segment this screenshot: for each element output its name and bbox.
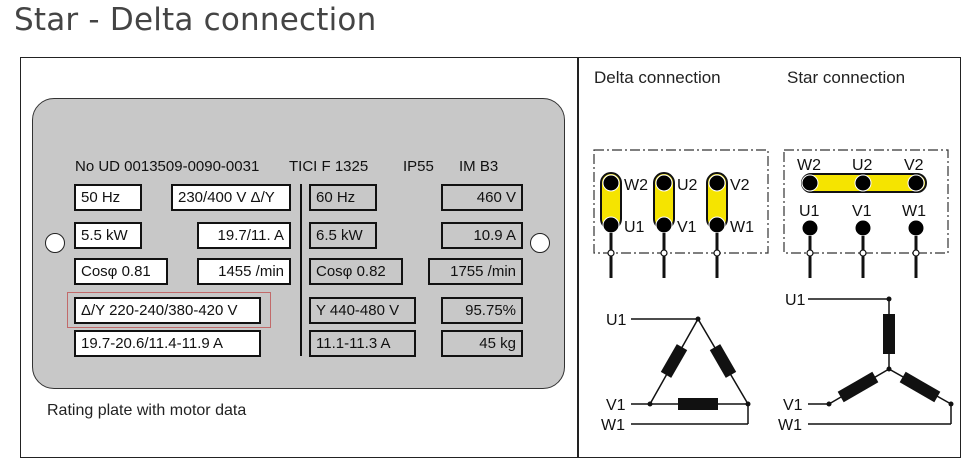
figure-frame [20, 57, 961, 458]
field-60hz-weight: 45 kg [441, 330, 523, 357]
field-60hz-power-factor: Cosφ 0.82 [309, 258, 403, 285]
delta-connection-title: Delta connection [594, 68, 721, 87]
star-terminals [801, 174, 925, 237]
field-50hz-voltage-range: Δ/Y 220-240/380-420 V [74, 297, 261, 324]
star-winding-left [837, 371, 879, 403]
field-50hz-current-range: 19.7-20.6/11.4-11.9 A [74, 330, 261, 357]
star-label-u1: U1 [799, 203, 820, 220]
delta-terminal-u1 [602, 216, 620, 234]
star-terminal-v2 [907, 174, 925, 192]
field-60hz-current-range: 11.1-11.3 A [309, 330, 416, 357]
delta-terminal-v2 [708, 174, 726, 192]
delta-label-w1: W1 [730, 219, 754, 236]
star-label-v1: V1 [852, 203, 872, 220]
delta-schematic-v1: V1 [606, 397, 626, 414]
star-terminal-u1 [801, 219, 819, 237]
delta-terminals [602, 174, 726, 234]
plate-motor-type: TICI F 1325 [289, 158, 369, 175]
star-winding-top [883, 314, 895, 354]
star-terminal-u2 [854, 174, 872, 192]
plate-serial-number: No UD 0013509-0090-0031 [75, 158, 260, 175]
delta-schematic-w1: W1 [601, 417, 625, 434]
field-60hz-speed: 1755 /min [428, 258, 523, 285]
field-60hz-power: 6.5 kW [309, 222, 377, 249]
plate-mounting-type: IM B3 [459, 158, 499, 175]
delta-terminal-v1 [655, 216, 673, 234]
field-60hz-voltage-range: Y 440-480 V [309, 297, 416, 324]
delta-terminal-w1 [708, 216, 726, 234]
plate-separator [300, 184, 302, 356]
highlight-voltage-range [67, 292, 271, 328]
figure-divider [577, 57, 579, 458]
field-60hz-frequency: 60 Hz [309, 184, 377, 211]
star-terminal-w1 [907, 219, 925, 237]
star-connection-title: Star connection [787, 68, 906, 87]
field-50hz-power: 5.5 kW [74, 222, 142, 249]
field-50hz-power-factor: Cosφ 0.81 [74, 258, 168, 285]
page-title: Star - Delta connection [14, 2, 377, 38]
plate-caption: Rating plate with motor data [47, 402, 247, 419]
delta-label-v1: V1 [677, 219, 697, 236]
star-winding-right [899, 371, 941, 403]
delta-terminal-u2 [655, 174, 673, 192]
field-50hz-frequency: 50 Hz [74, 184, 142, 211]
delta-terminal-box [593, 149, 769, 254]
field-60hz-current: 10.9 A [441, 222, 523, 249]
delta-label-w2: W2 [624, 177, 648, 194]
field-50hz-current: 19.7/11. A [197, 222, 291, 249]
field-60hz-efficiency: 95.75% [441, 297, 523, 324]
star-label-u2: U2 [852, 157, 873, 174]
delta-winding-right [709, 344, 737, 378]
delta-terminal-w2 [602, 174, 620, 192]
delta-winding-left [660, 344, 688, 378]
field-50hz-voltage: 230/400 V Δ/Y [171, 184, 291, 211]
star-label-w1: W1 [902, 203, 926, 220]
delta-winding-bottom [678, 398, 718, 410]
mounting-hole-left [45, 233, 65, 253]
star-terminal-w2 [801, 174, 819, 192]
field-60hz-voltage: 460 V [441, 184, 523, 211]
star-leads [808, 236, 918, 278]
star-label-v2: V2 [904, 157, 924, 174]
star-windings [826, 296, 954, 407]
star-schematic-u1: U1 [785, 292, 806, 309]
star-label-w2: W2 [797, 157, 821, 174]
delta-label-u1: U1 [624, 219, 645, 236]
delta-label-u2: U2 [677, 177, 698, 194]
delta-schematic-u1: U1 [606, 312, 627, 329]
plate-protection-class: IP55 [403, 158, 434, 175]
star-schematic-w1: W1 [778, 417, 802, 434]
delta-windings [647, 316, 751, 410]
delta-label-v2: V2 [730, 177, 750, 194]
star-schematic-v1: V1 [783, 397, 803, 414]
field-50hz-speed: 1455 /min [197, 258, 291, 285]
star-terminal-v1 [854, 219, 872, 237]
mounting-hole-right [530, 233, 550, 253]
